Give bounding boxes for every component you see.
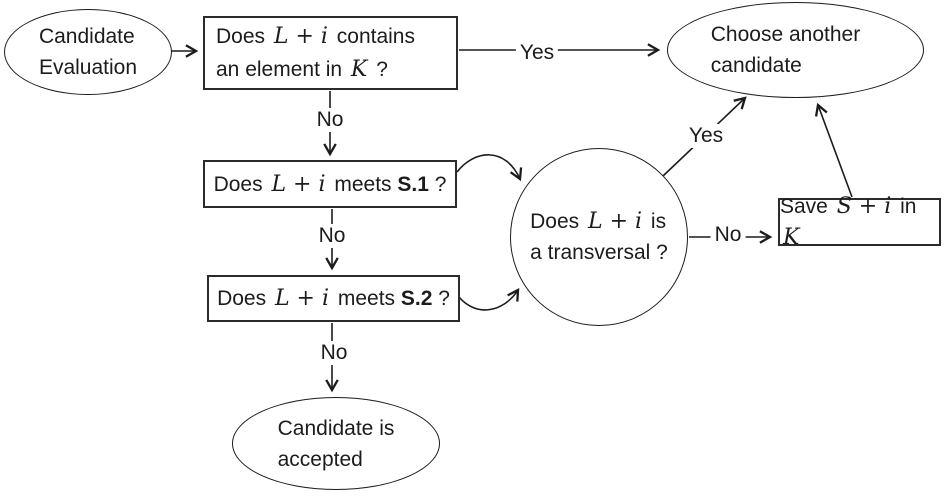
decision-meets-s2-label: Does L + i meets S.2 ? [217,286,450,311]
edge-check-s2-to-transversal-arc [458,288,520,311]
edge-label-check-s1-no: No [314,224,350,248]
edge-save-to-choose-arrow [814,102,853,198]
decision-meets-s1-label: Does L + i meets S.1 ? [213,171,447,197]
decision-meets-s2: Does L + i meets S.2 ? [207,275,460,322]
edge-label-check-k-no: No [312,108,348,132]
edge-label-transversal-yes: Yes [684,124,728,148]
edge-label-transversal-no: No [710,223,746,247]
edge-label-check-k-yes: Yes [515,41,559,65]
decision-meets-s1: Does L + i meets S.1 ? [203,160,457,208]
edge-check-s1-to-transversal-arc [456,154,523,182]
save-s-plus-i-in-k-node: Save S + i in K [778,194,941,250]
save-s-plus-i-in-k-label: Save S + i in K [780,194,917,250]
edge-label-check-s2-no: No [316,341,352,365]
